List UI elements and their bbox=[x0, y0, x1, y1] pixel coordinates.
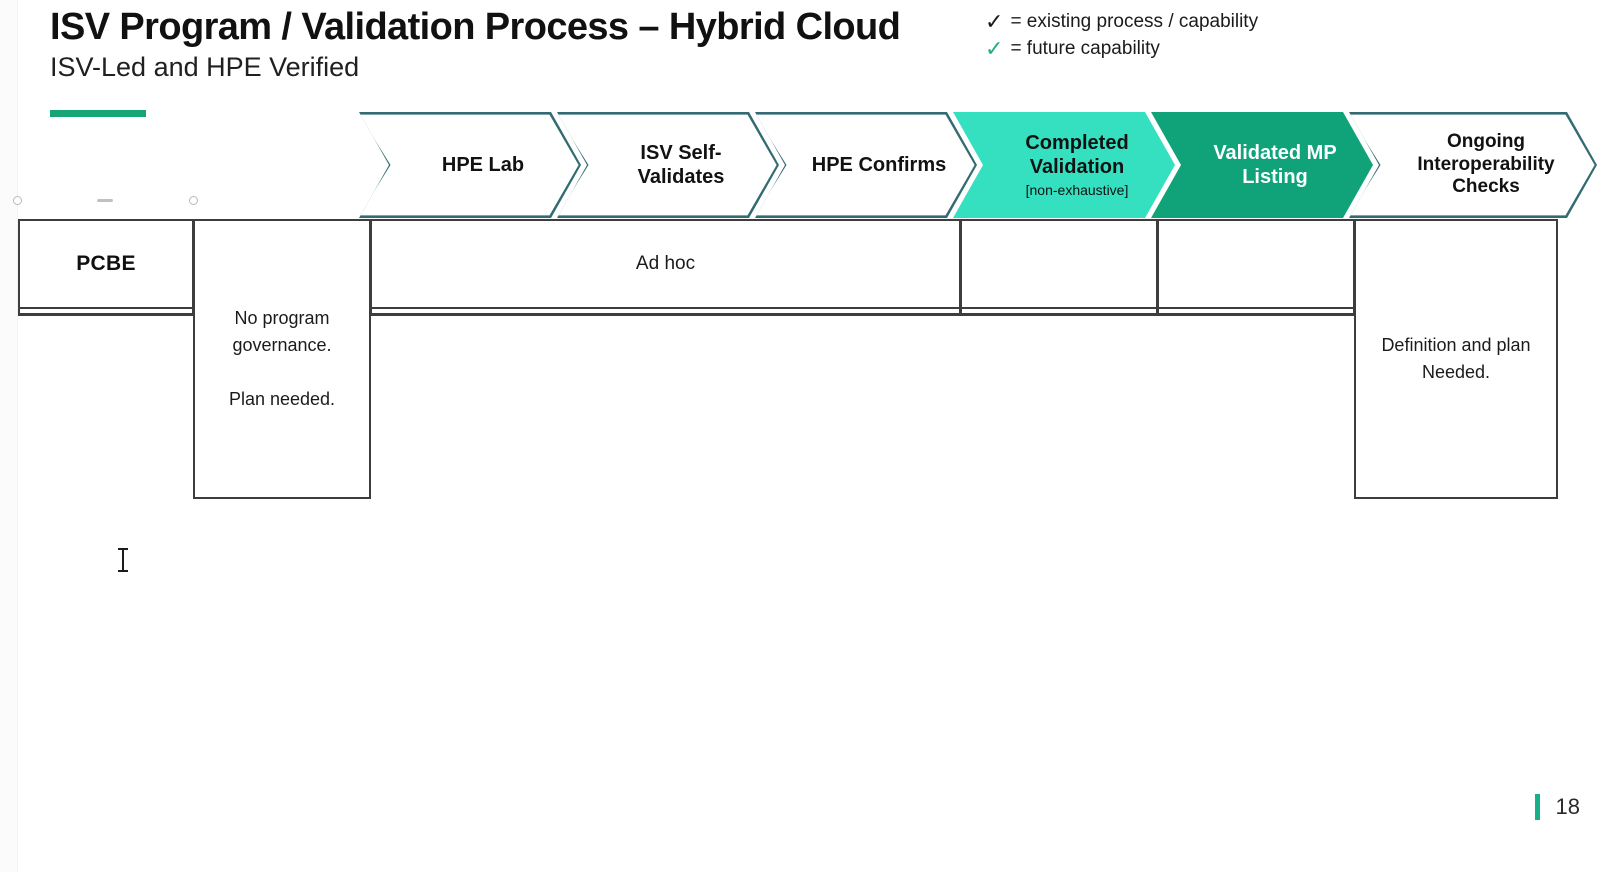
check-icon: ✓ bbox=[985, 35, 1004, 61]
chevron-validated-mp-listing[interactable]: Validated MP Listing bbox=[1151, 112, 1373, 218]
chevron-label: Ongoing Interoperability Checks bbox=[1417, 130, 1555, 198]
text-cursor bbox=[118, 548, 128, 572]
page-title: ISV Program / Validation Process – Hybri… bbox=[50, 6, 901, 48]
process-header-band: Program Req'ments Owner HPE Lab ISV Self… bbox=[0, 112, 1614, 316]
chevron-fill bbox=[557, 112, 779, 218]
table-cell-category: PCBE bbox=[18, 219, 194, 309]
chevron-ongoing-interoperability-checks[interactable]: Ongoing Interoperability Checks bbox=[1349, 112, 1597, 218]
chevron-fill bbox=[1349, 112, 1597, 218]
chevron-label: HPE Confirms bbox=[811, 154, 947, 176]
selection-handle[interactable] bbox=[189, 196, 198, 205]
chevron-label: HPE Lab bbox=[441, 154, 525, 176]
page-number-label: 18 bbox=[1555, 794, 1580, 819]
chevron-hpe-lab[interactable]: HPE Lab bbox=[359, 112, 581, 218]
title-accent-bar bbox=[50, 110, 146, 117]
legend-label-future: = future capability bbox=[1010, 37, 1160, 59]
chevron-fill bbox=[359, 112, 581, 218]
validation-matrix-table: PCAI UnleashAI Robin Braun ✓ ✓ ✓ securit… bbox=[18, 219, 1558, 846]
table-cell-definition-needed: Definition and plan Needed. bbox=[1354, 219, 1558, 499]
selection-handle[interactable] bbox=[97, 199, 113, 202]
check-icon: ✓ bbox=[985, 8, 1004, 34]
legend-item-existing: ✓ = existing process / capability bbox=[985, 8, 1258, 35]
chevron-sublabel: [non-exhaustive] bbox=[1025, 182, 1129, 199]
chevron-label: Validated MP Listing bbox=[1213, 142, 1337, 188]
legend-item-future: ✓ = future capability bbox=[985, 35, 1258, 62]
chevron-isv-self-validates[interactable]: ISV Self- Validates bbox=[557, 112, 779, 218]
table-cell-no-governance: No program governance. Plan needed. bbox=[193, 219, 371, 499]
left-rail bbox=[0, 0, 18, 872]
selection-handle[interactable] bbox=[13, 196, 22, 205]
page-accent-bar bbox=[1534, 794, 1540, 820]
chevron-label: ISV Self- Validates bbox=[637, 142, 725, 188]
table-cell-validated-mp bbox=[1157, 219, 1355, 309]
table-cell-completed-validation bbox=[960, 219, 1158, 309]
page-subtitle: ISV-Led and HPE Verified bbox=[50, 51, 360, 82]
chevron-completed-validation[interactable]: Completed Validation [non-exhaustive] bbox=[953, 112, 1175, 218]
chevron-fill bbox=[755, 112, 977, 218]
chevron-hpe-confirms[interactable]: HPE Confirms bbox=[755, 112, 977, 218]
title-block: ISV Program / Validation Process – Hybri… bbox=[50, 6, 901, 84]
legend-label-existing: = existing process / capability bbox=[1010, 10, 1259, 32]
slide-number: 18 bbox=[1534, 794, 1580, 820]
chevron-label: Completed Validation [non-exhaustive] bbox=[1025, 132, 1129, 199]
legend: ✓ = existing process / capability ✓ = fu… bbox=[985, 8, 1258, 62]
table-cell-adhoc: Ad hoc bbox=[370, 219, 961, 309]
